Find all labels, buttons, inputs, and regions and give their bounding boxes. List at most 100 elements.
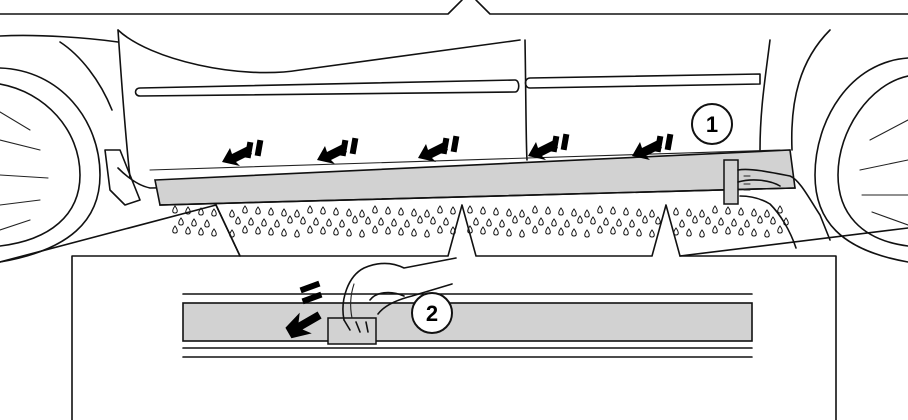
water-drop-icon — [243, 206, 248, 213]
water-drop-icon — [366, 217, 371, 224]
water-drop-icon — [236, 217, 241, 224]
water-drop-icon — [249, 218, 254, 225]
water-drop-icon — [379, 218, 384, 225]
water-drop-icon — [412, 209, 417, 216]
zoom-film-strip — [183, 303, 752, 341]
water-drops — [173, 206, 789, 237]
water-drop-icon — [520, 210, 525, 217]
water-drop-icon — [611, 227, 616, 234]
step-2-marker: 2 — [412, 293, 452, 333]
water-drop-icon — [585, 210, 590, 217]
water-drop-icon — [230, 210, 235, 217]
water-drop-icon — [275, 220, 280, 227]
water-drop-icon — [546, 207, 551, 214]
water-drop-icon — [778, 226, 783, 233]
water-drop-icon — [559, 208, 564, 215]
step-1-label: 1 — [706, 112, 718, 137]
water-drop-icon — [598, 206, 603, 213]
water-drop-icon — [474, 218, 479, 225]
water-drop-icon — [752, 229, 757, 236]
water-drop-icon — [752, 209, 757, 216]
water-drop-icon — [256, 207, 261, 214]
water-drop-icon — [706, 217, 711, 224]
water-drop-icon — [438, 206, 443, 213]
water-drop-icon — [186, 227, 191, 234]
water-drop-icon — [680, 220, 685, 227]
water-drop-icon — [598, 226, 603, 233]
water-drop-icon — [256, 227, 261, 234]
water-drop-icon — [282, 209, 287, 216]
upper-callout-frame — [0, 0, 908, 14]
water-drop-icon — [199, 228, 204, 235]
water-drop-icon — [412, 229, 417, 236]
water-drop-icon — [205, 220, 210, 227]
water-drop-icon — [650, 230, 655, 237]
water-drop-icon — [418, 216, 423, 223]
water-drop-icon — [425, 230, 430, 237]
water-drop-icon — [444, 218, 449, 225]
water-drop-icon — [565, 220, 570, 227]
water-drop-icon — [494, 208, 499, 215]
water-drop-icon — [726, 227, 731, 234]
water-drop-icon — [713, 226, 718, 233]
water-drop-icon — [321, 207, 326, 214]
water-drop-icon — [630, 220, 635, 227]
water-drop-icon — [386, 207, 391, 214]
water-drop-icon — [360, 210, 365, 217]
water-drop-icon — [539, 218, 544, 225]
water-drop-icon — [559, 228, 564, 235]
pressure-arrow-icon — [418, 136, 459, 162]
water-drop-icon — [308, 206, 313, 213]
water-drop-icon — [481, 227, 486, 234]
water-drop-icon — [507, 209, 512, 216]
water-drop-icon — [438, 226, 443, 233]
water-drop-icon — [650, 210, 655, 217]
water-drop-icon — [526, 217, 531, 224]
water-drop-icon — [373, 206, 378, 213]
water-drop-icon — [656, 217, 661, 224]
water-drop-icon — [308, 226, 313, 233]
water-drop-icon — [637, 209, 642, 216]
water-drop-icon — [179, 218, 184, 225]
water-drop-icon — [765, 210, 770, 217]
water-drop-icon — [726, 207, 731, 214]
squeegee-icon — [724, 160, 738, 204]
water-drop-icon — [546, 227, 551, 234]
water-drop-icon — [340, 220, 345, 227]
water-drop-icon — [173, 226, 178, 233]
water-drop-icon — [572, 209, 577, 216]
water-drop-icon — [513, 216, 518, 223]
left-wheel-icon — [0, 68, 140, 262]
water-drop-icon — [520, 230, 525, 237]
water-drop-icon — [399, 228, 404, 235]
water-drop-icon — [301, 217, 306, 224]
water-drop-icon — [739, 228, 744, 235]
water-drop-icon — [578, 216, 583, 223]
water-drop-icon — [572, 229, 577, 236]
water-drop-icon — [643, 216, 648, 223]
zoom-detail: 2 — [183, 258, 752, 357]
water-drop-icon — [295, 230, 300, 237]
water-drop-icon — [674, 208, 679, 215]
water-drop-icon — [269, 228, 274, 235]
step-1-marker: 1 — [692, 104, 732, 144]
water-drop-icon — [624, 228, 629, 235]
water-drop-icon — [399, 208, 404, 215]
water-drop-icon — [468, 206, 473, 213]
water-drop-icon — [771, 217, 776, 224]
water-drop-icon — [713, 206, 718, 213]
water-drop-icon — [611, 207, 616, 214]
water-drop-icon — [347, 209, 352, 216]
squeegee-icon — [328, 318, 376, 344]
water-drop-icon — [295, 210, 300, 217]
water-drop-icon — [405, 220, 410, 227]
water-drop-icon — [739, 208, 744, 215]
water-drop-icon — [334, 228, 339, 235]
water-drop-icon — [507, 229, 512, 236]
water-drop-icon — [334, 208, 339, 215]
pressure-arrow-icon — [528, 134, 569, 160]
water-drop-icon — [373, 226, 378, 233]
water-drop-icon — [617, 219, 622, 226]
water-drop-icon — [282, 229, 287, 236]
